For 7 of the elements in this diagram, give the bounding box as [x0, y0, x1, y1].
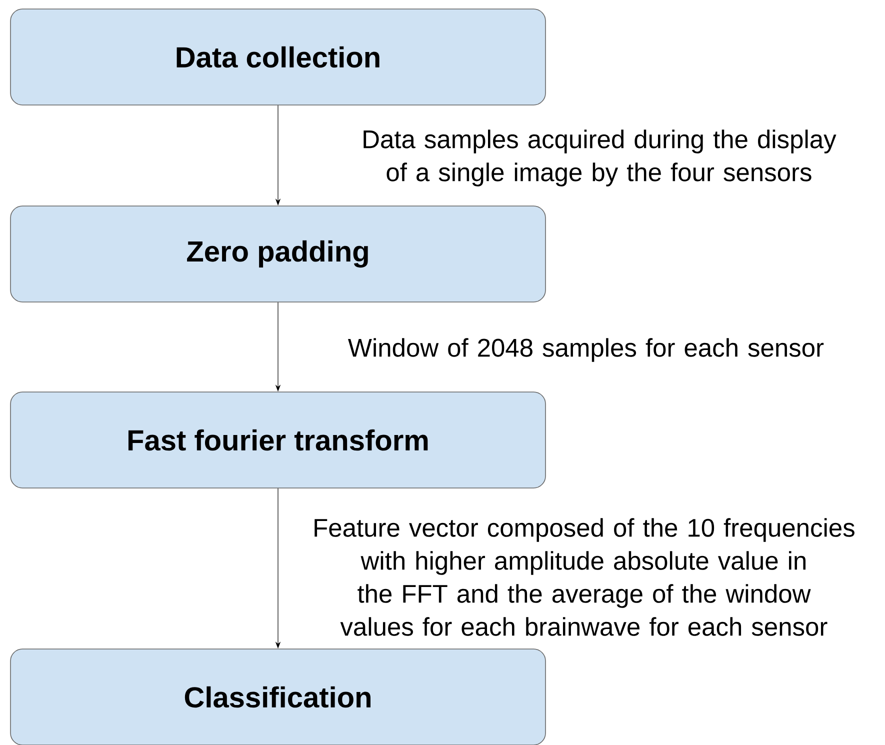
- process-box: Zero padding: [10, 206, 546, 302]
- edge-label: Window of 2048 samples for each sensor: [348, 338, 824, 362]
- edge-label: Data samples acquired during the display of a single image by the four sensors: [364, 130, 836, 186]
- edge-label: Feature vector composed of the 10 frequencies with higher amplitude absolute value in the FFT and the average of the window values for each brainwave for each sensor: [314, 518, 854, 636]
- process-box: Fast fourier transform: [10, 392, 546, 488]
- process-box: Classification: [10, 648, 546, 745]
- process-box: Data collection: [10, 8, 546, 106]
